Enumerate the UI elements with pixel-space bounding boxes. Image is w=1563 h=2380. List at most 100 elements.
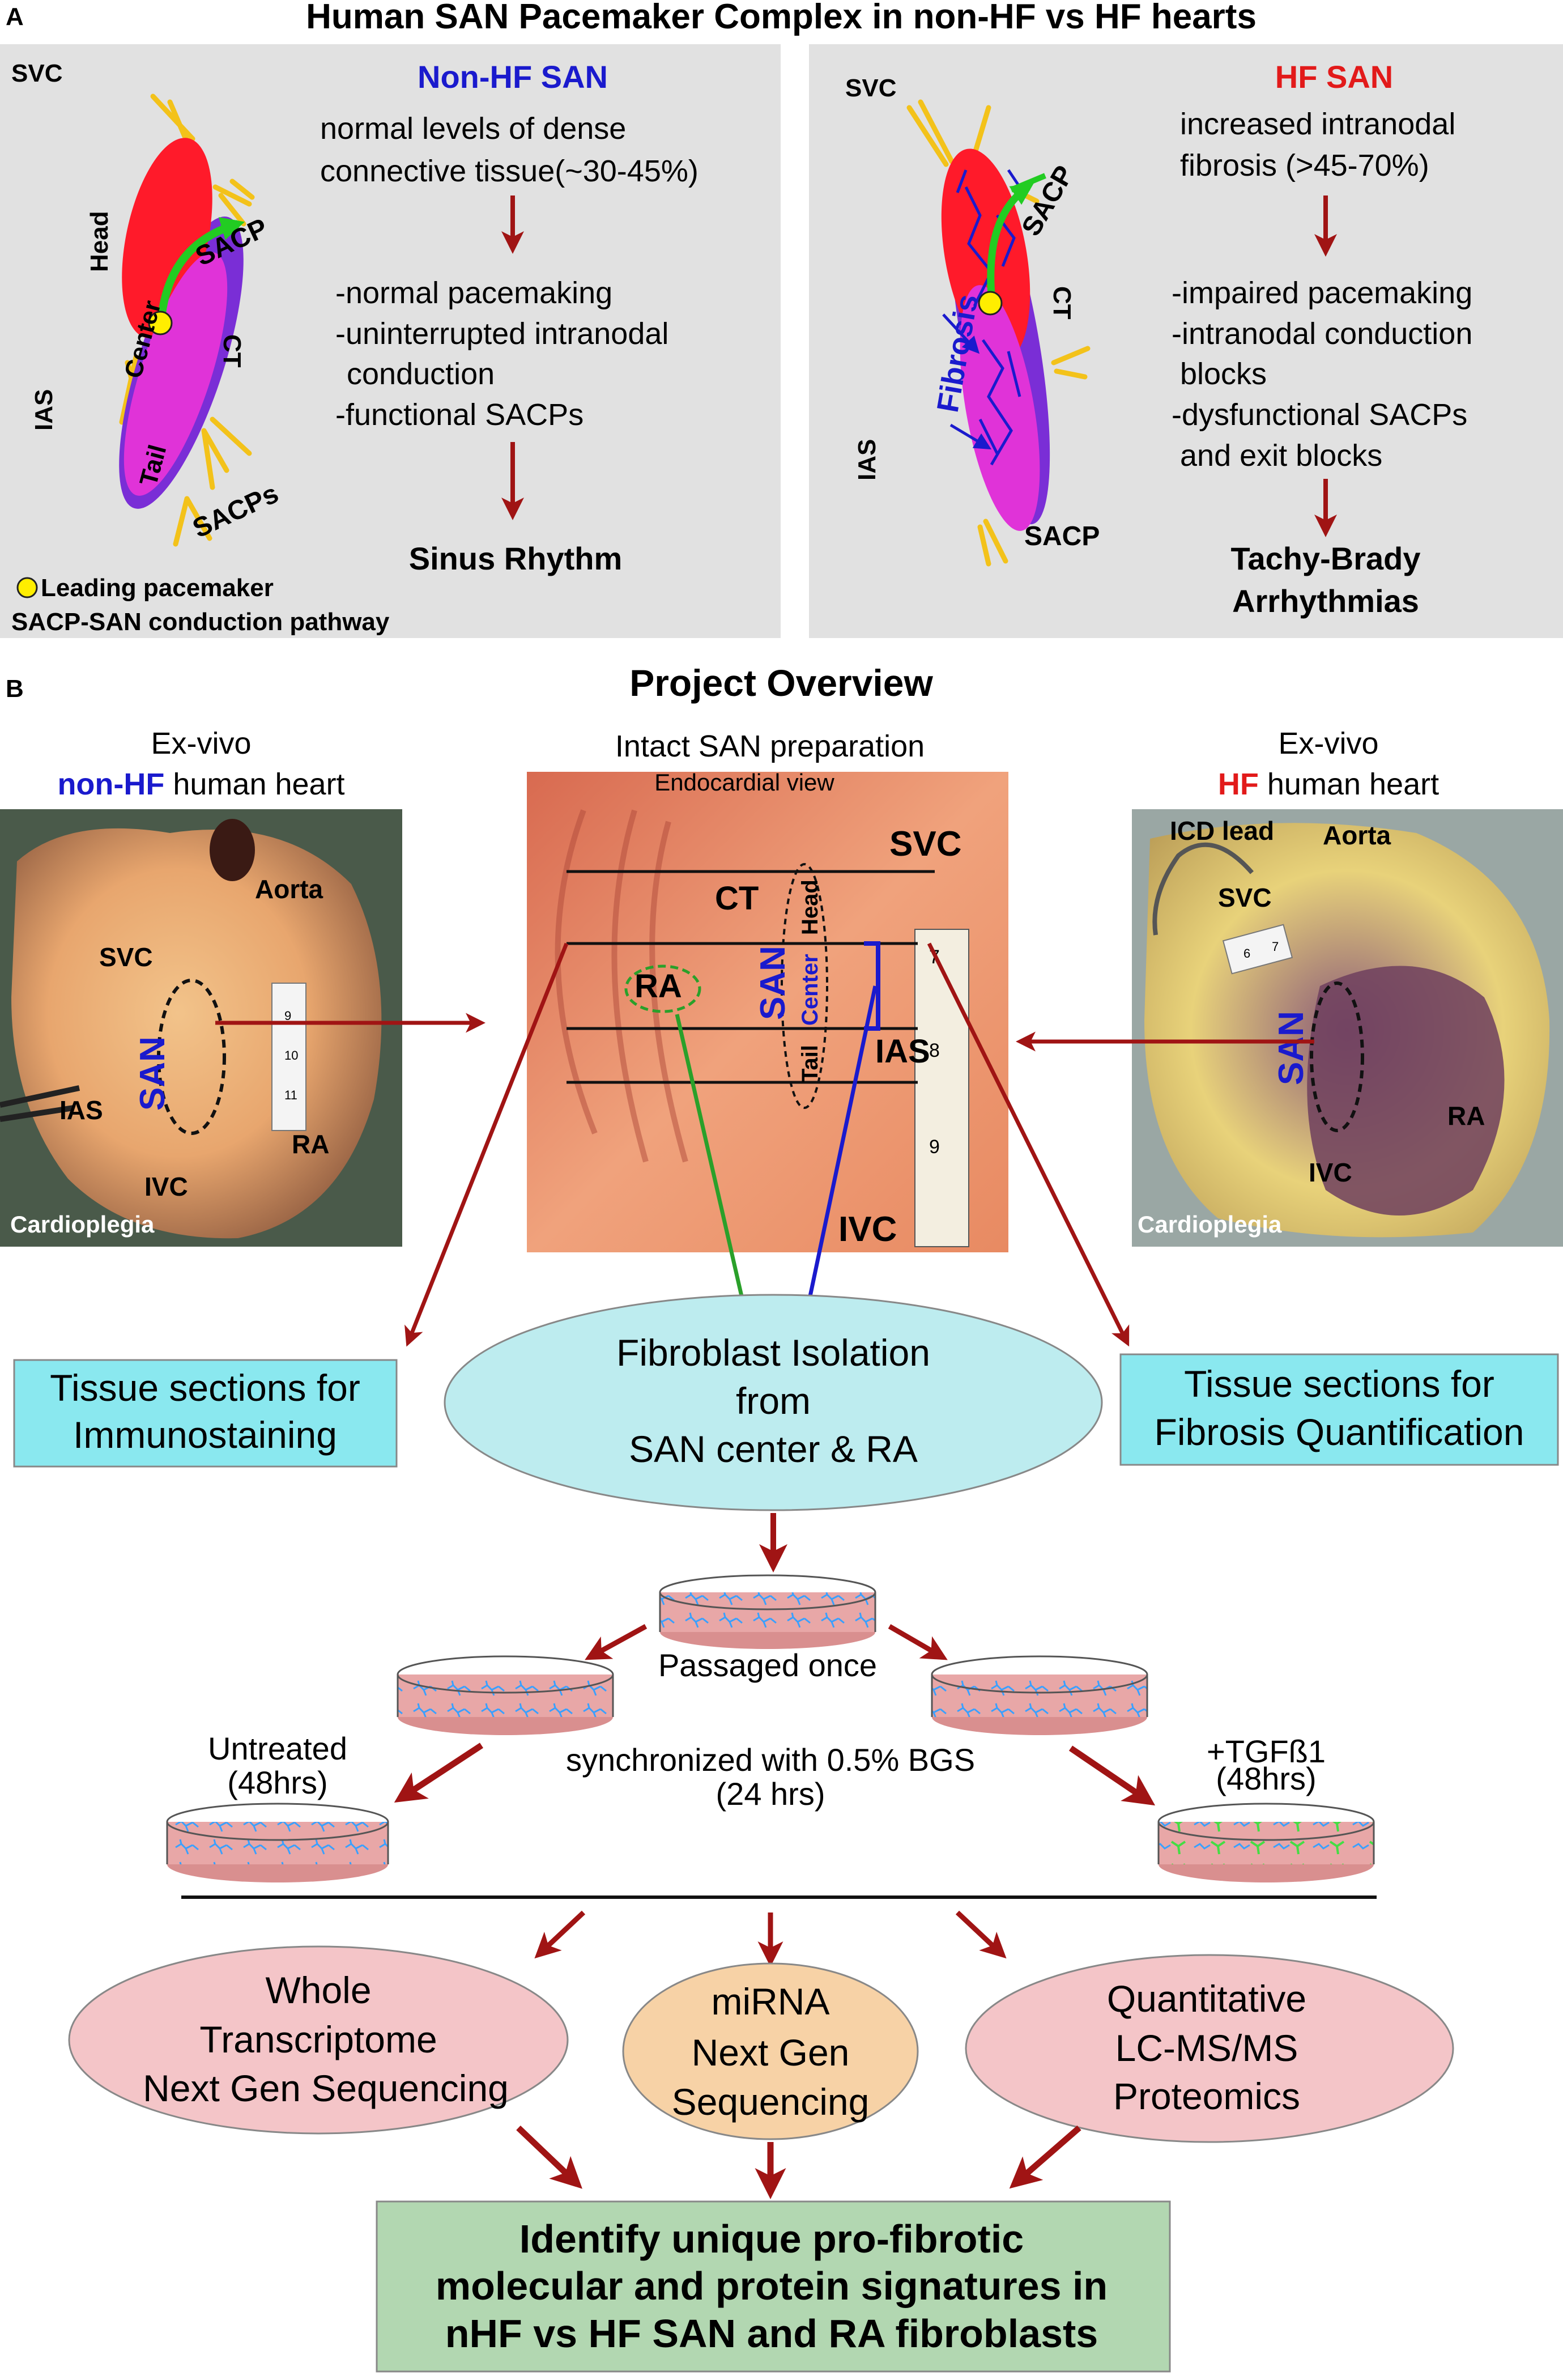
prep-ruler [914,929,969,1247]
proteomics-2: LC-MS/MS [1115,2027,1298,2069]
ra-outline [624,964,701,1013]
fibrosis-quant-line-2: Fibrosis Quantification [1155,1411,1524,1453]
fibrosis-arrow-1 [942,313,980,354]
arrow-proteomics-to-final [1009,2125,1081,2189]
heart-tissue [11,828,382,1239]
isolation-line-2: from [736,1380,811,1422]
san-preparation-photo [527,772,1008,1252]
hf-bullet-2: -intranodal conduction [1172,317,1472,351]
hf-label-sacp-bottom: SACP [1024,521,1100,551]
arrow-to-tgf [1068,1745,1156,1806]
dish-right-mid-cells [932,1674,1147,1717]
sync-1: synchronized with 0.5% BGS [566,1742,975,1778]
panel-a-title: Human SAN Pacemaker Complex in non-HF vs… [306,0,1257,36]
hf-sacp-fibers [906,99,1091,567]
right-heart-caption-rest: human heart [1259,767,1439,801]
conduction-pathway-arrow [157,217,245,318]
prep-ra: RA [634,968,682,1005]
prep-guide-lines [567,870,935,1084]
dish-tgf-cells [1159,1822,1374,1864]
mirna-3: Sequencing [672,2081,870,2123]
hf-result-2: Arrhythmias [1232,583,1419,619]
immunostaining-box [13,1359,398,1468]
label-head: Head [86,211,113,272]
san-center-bracket [864,941,880,1031]
left-ruler-tick-2: 10 [284,1048,298,1062]
prep-caption-2: Endocardial view [654,769,834,796]
dish-left-mid-cells [398,1674,613,1717]
panel-b-letter: B [6,675,24,703]
sinus-rhythm: Sinus Rhythm [409,541,622,576]
hf-result-1: Tachy-Brady [1230,541,1420,576]
left-heart-caption-1: Ex-vivo [151,726,251,760]
arrow-to-immunostaining [404,942,569,1347]
left-heart-caption-rest: human heart [164,767,344,801]
non-hf-bullet-1: -normal pacemaking [335,276,612,310]
hf-label-svc: SVC [845,74,896,102]
right-cardioplegia-badge: Cardioplegia [1138,1211,1282,1238]
hf-heart-san: SAN [1272,1011,1311,1085]
hf-heart-aorta: Aorta [1323,821,1391,850]
isolation-line-3: SAN center & RA [629,1428,918,1470]
isolation-line-1: Fibroblast Isolation [616,1332,930,1374]
left-ruler-tick-3: 11 [284,1088,297,1102]
sync-2: (24 hrs) [716,1776,825,1812]
leading-pacemaker-dot [148,311,173,335]
mirna-2: Next Gen [692,2032,850,2073]
hf-san-outline [1310,981,1364,1132]
arrow-passage-right [888,1624,948,1660]
hf-heart-ra: RA [1447,1101,1485,1130]
fibroblast-isolation-ellipse [444,1294,1103,1511]
dish-passaged-cells [660,1592,875,1632]
hf-ruler [1222,924,1293,975]
prep-ivc: IVC [838,1210,897,1249]
non-hf-san-schematic [119,94,255,547]
prep-tail: Tail [798,1045,823,1082]
legend-pacemaker: Leading pacemaker [41,574,274,602]
left-ruler-tick-1: 9 [284,1009,291,1023]
fibrosis-arrow-2 [949,423,992,450]
hf-san-schematic [906,99,1091,567]
label-ias: IAS [30,389,58,431]
non-hf-heading: Non-HF SAN [418,59,608,95]
prep-ruler-tick-2: 8 [929,1040,940,1061]
hf-label-ias: IAS [853,439,881,481]
dish-right-mid-wall [931,1674,1148,1717]
arrow-to-untreated [394,1742,484,1803]
non-hf-desc-2: connective tissue(~30-45%) [320,154,699,188]
hf-bullet-3: blocks [1180,357,1267,391]
proteomics-ellipse [965,1954,1454,2143]
final-line-1: Identify unique pro-fibrotic [519,2217,1024,2261]
legend-pathway: SACP-SAN conduction pathway [11,608,390,636]
non-hf-bullet-4: -functional SACPs [335,398,584,432]
left-heart-ias: IAS [59,1095,103,1125]
left-heart-ra: RA [292,1129,329,1159]
arrow-passage-left [585,1624,648,1660]
left-heart-aorta: Aorta [255,874,323,904]
transcriptome-2: Transcriptome [199,2018,437,2060]
untreated-2: (48hrs) [227,1765,327,1800]
non-hf-heart-photo [0,809,402,1247]
hf-exit-block [1010,173,1046,193]
transcriptome-ellipse [68,1945,569,2135]
legend-pacemaker-dot [16,577,38,598]
hf-conduction-arrow [987,183,1034,295]
left-heart-svc: SVC [99,942,153,972]
dish-untreated [166,1803,389,1882]
arrow-san-to-isolation [798,985,878,1327]
arrow-ra-to-isolation [675,1014,754,1327]
prep-ias: IAS [875,1033,930,1070]
hf-colored: HF [1218,767,1259,801]
hf-leading-pacemaker-dot [978,291,1003,316]
prep-ruler-tick-3: 9 [929,1136,940,1158]
proteomics-3: Proteomics [1113,2075,1300,2117]
untreated-1: Untreated [208,1731,347,1766]
hf-heading: HF SAN [1275,59,1393,95]
prep-head: Head [798,879,823,935]
hf-atrial-tissue [1307,966,1505,1216]
forceps [0,1085,80,1122]
tgf-2: (48hrs) [1216,1761,1316,1796]
dish-untreated-wall [166,1822,389,1864]
left-heart-ivc: IVC [144,1172,188,1201]
